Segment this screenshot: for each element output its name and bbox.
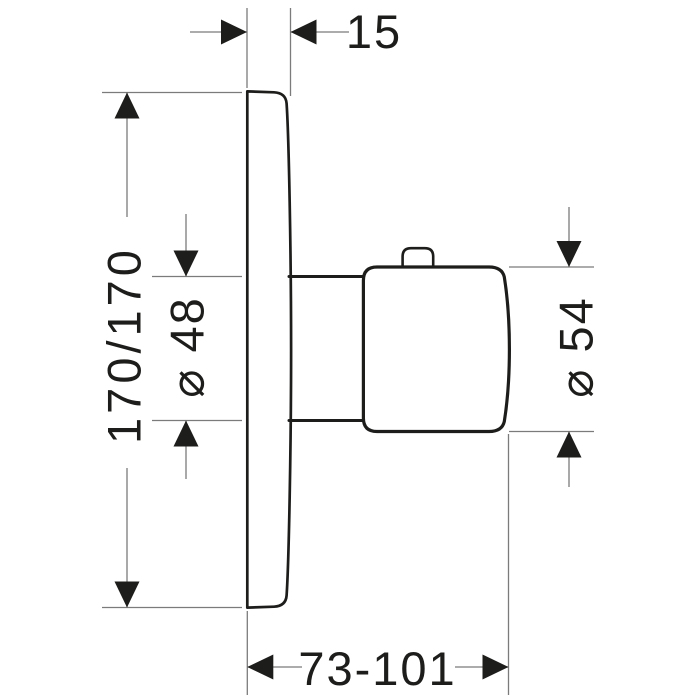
arrowhead-down-icon bbox=[556, 241, 582, 267]
dimension-label-handle-diameter: ⌀ 54 bbox=[550, 296, 603, 398]
handle-outline bbox=[361, 265, 511, 434]
product-outline bbox=[245, 90, 511, 609]
dimension-installation-depth: 73-101 bbox=[246, 434, 510, 695]
dimension-label-plate-size: 170/170 bbox=[98, 246, 151, 444]
arrowhead-up-icon bbox=[173, 420, 199, 447]
dimension-label-installation-depth: 73-101 bbox=[298, 642, 456, 695]
arrowhead-down-icon bbox=[173, 250, 199, 277]
arrowhead-down-icon bbox=[114, 581, 140, 608]
handle-safety-button-outline bbox=[401, 246, 435, 268]
arrowhead-left-icon bbox=[247, 654, 274, 680]
dimension-sleeve-diameter: ⌀ 48 bbox=[152, 214, 242, 479]
escutcheon-plate-outline bbox=[245, 90, 293, 609]
arrowhead-right-icon bbox=[221, 19, 247, 45]
arrowhead-right-icon bbox=[482, 654, 509, 680]
dimension-handle-diameter: ⌀ 54 bbox=[509, 207, 603, 487]
arrowhead-up-icon bbox=[556, 431, 582, 458]
dimension-plate-thickness: 15 bbox=[190, 5, 402, 96]
dimension-plate-size: 170/170 bbox=[98, 91, 242, 609]
dimension-label-plate-thickness: 15 bbox=[346, 5, 402, 58]
dimension-label-sleeve-diameter: ⌀ 48 bbox=[161, 296, 214, 398]
arrowhead-left-icon bbox=[290, 19, 317, 45]
arrowhead-up-icon bbox=[114, 92, 140, 119]
